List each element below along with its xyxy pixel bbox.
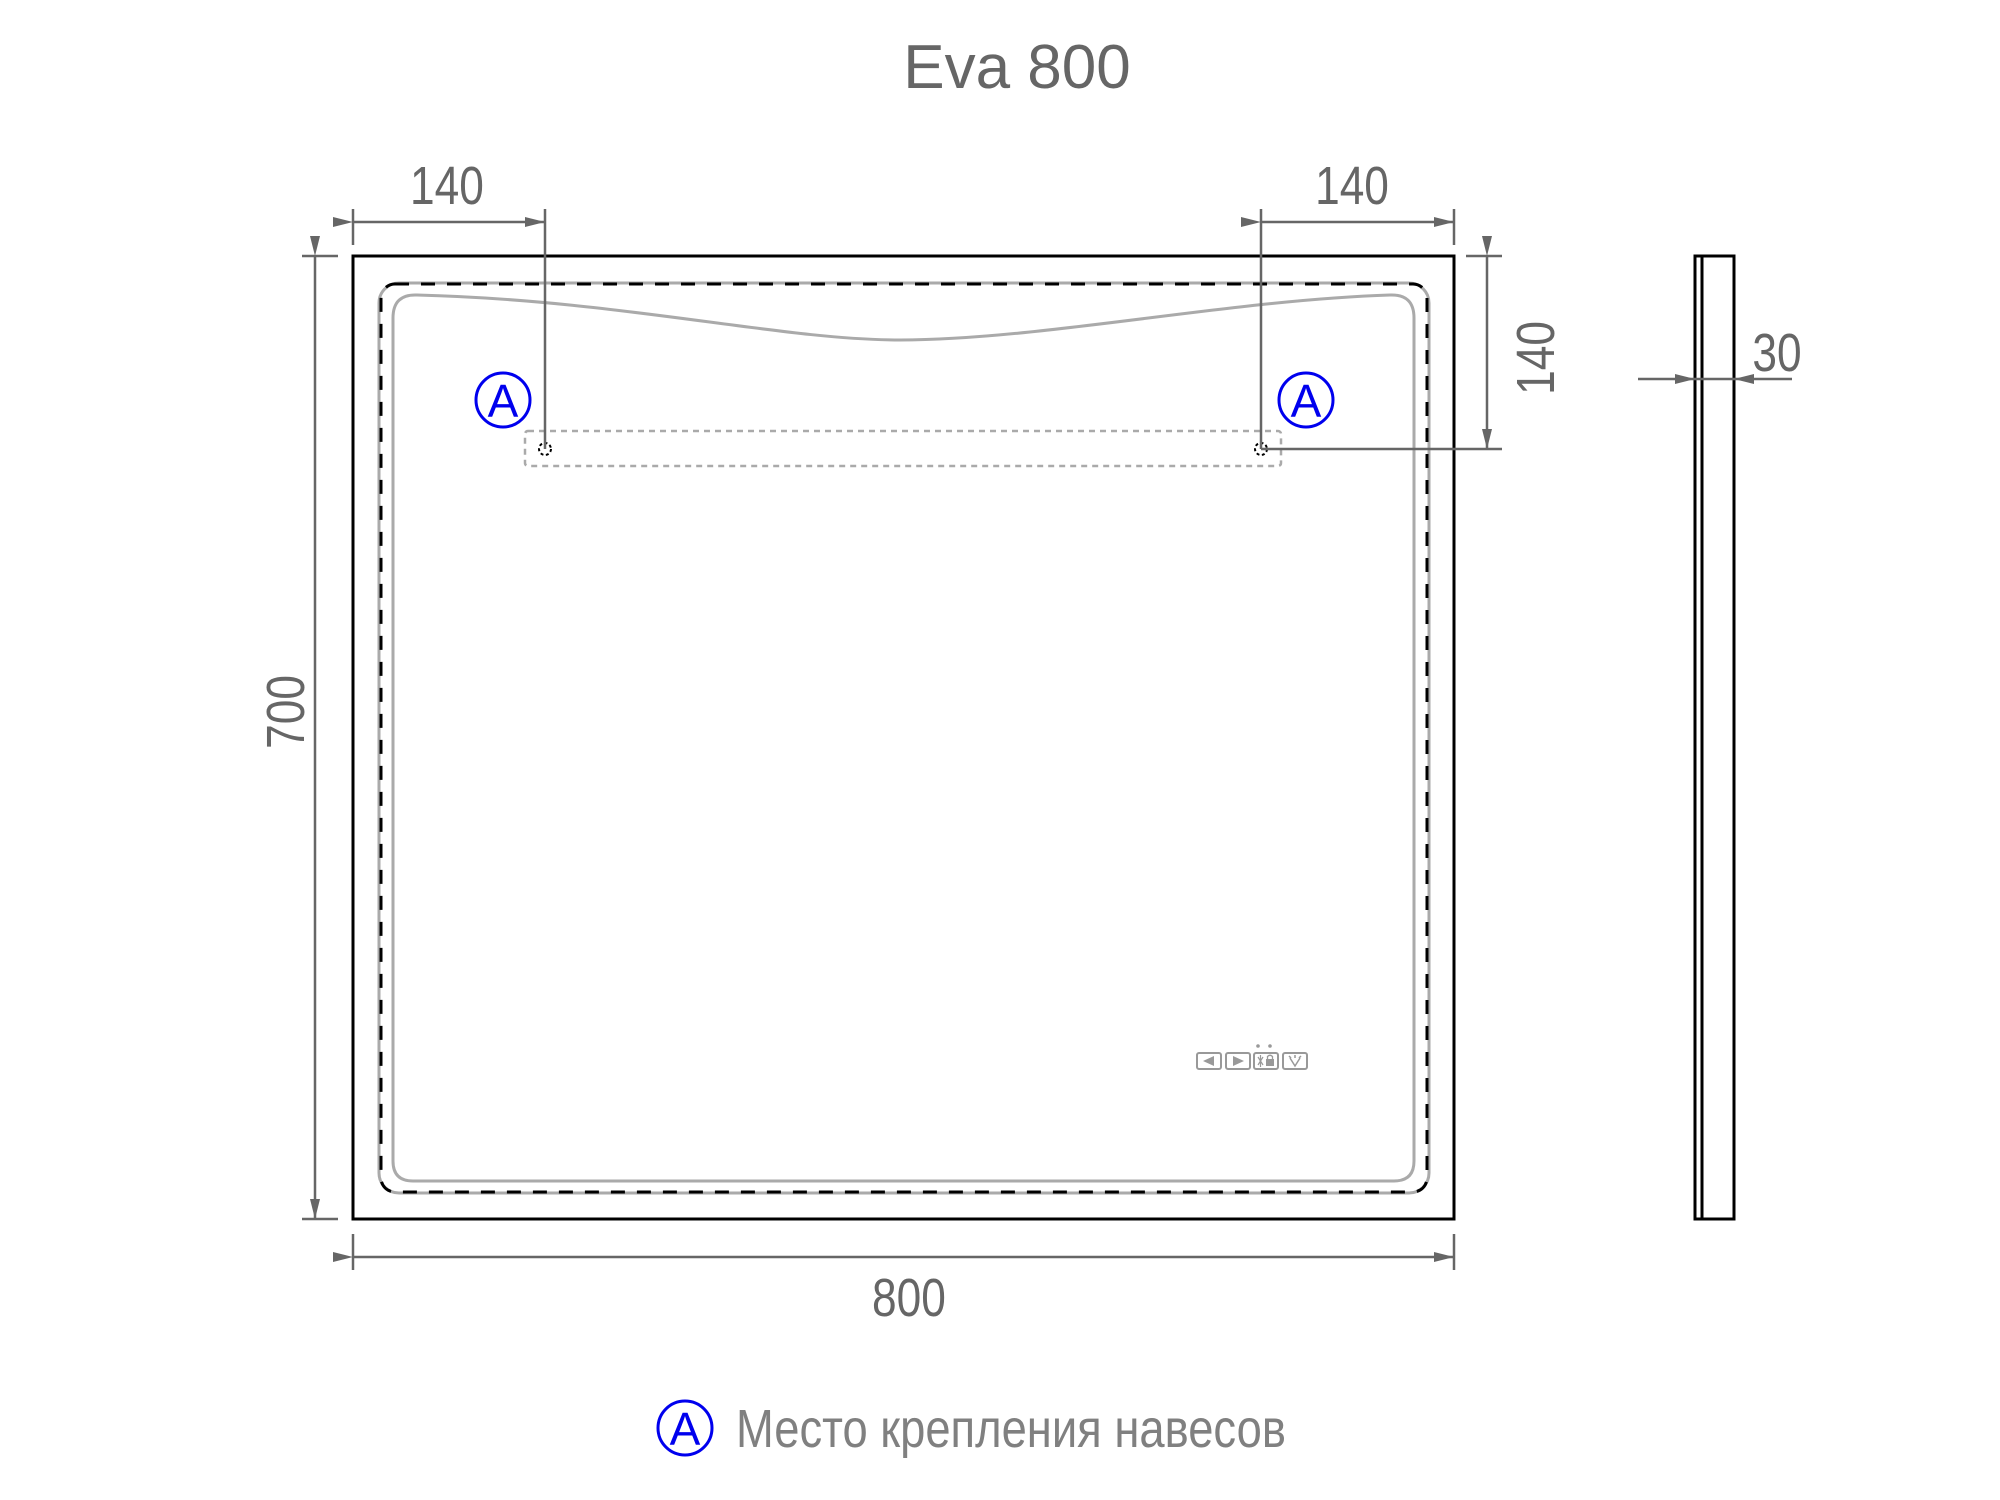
marker-a-right: A (1277, 371, 1335, 429)
legend-marker (656, 1399, 714, 1457)
legend-text: Место крепления навесов (736, 1398, 1286, 1459)
dimension-hinge-top-label: 140 (1506, 321, 1566, 395)
dimension-width (333, 1234, 1456, 1270)
dimension-width-label: 800 (872, 1268, 946, 1328)
mirror-frame (351, 254, 1456, 1221)
dimension-hinge-left (333, 209, 547, 449)
led-strip-dashed (379, 282, 1429, 1194)
legend: A Место крепления навесов (656, 1398, 1286, 1459)
dimension-hinge-left-label: 140 (410, 156, 484, 216)
svg-text:A: A (1291, 375, 1322, 427)
side-view: 30 (1638, 254, 1802, 1221)
dimension-depth-label: 30 (1752, 323, 1801, 383)
bluetooth-lock-icon (1253, 1044, 1279, 1070)
dimension-height (302, 236, 338, 1221)
drawing-title: Eva 800 (903, 33, 1131, 102)
marker-a-left: A (474, 371, 532, 429)
dimension-hinge-top (1261, 236, 1502, 451)
volume-up-icon (1225, 1052, 1251, 1070)
legend-marker-label: A (670, 1403, 701, 1455)
side-profile (1693, 254, 1736, 1221)
svg-text:A: A (488, 375, 519, 427)
hinge-zone (523, 429, 1283, 468)
volume-down-icon (1196, 1052, 1222, 1070)
dimension-hinge-right-label: 140 (1315, 156, 1389, 216)
mirror-inner-contour (391, 293, 1416, 1183)
light-bulb-icon (1282, 1052, 1308, 1070)
dimension-hinge-right (1241, 209, 1456, 449)
dimension-height-label: 700 (256, 675, 316, 749)
control-panel (1196, 1044, 1308, 1070)
front-view: A A (256, 156, 1566, 1328)
